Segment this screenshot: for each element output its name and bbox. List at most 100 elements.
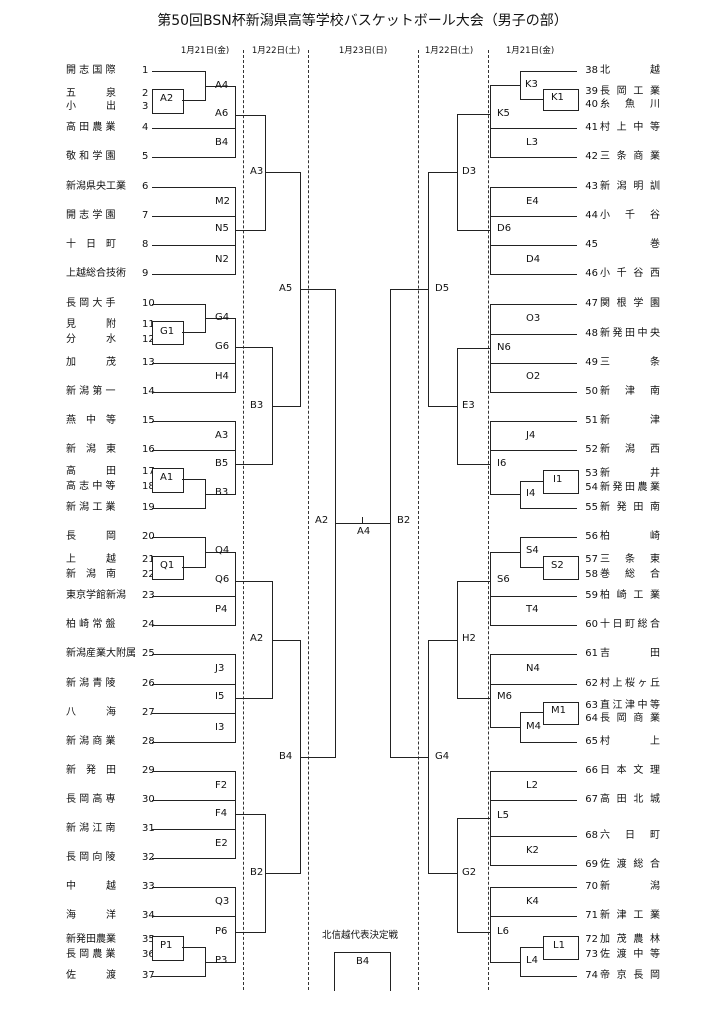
seed-number: 67 [585,794,598,805]
bracket-line [555,800,577,801]
bracket-line [428,406,458,407]
bracket-line [555,274,577,275]
team-name: 中 越 [66,881,116,892]
game-label: O2 [526,371,541,382]
bracket-line [457,464,491,465]
bracket-line [168,976,206,977]
bracket-line [490,450,556,451]
team-name: 関根学園 [600,298,660,309]
date-final-day: 1月23日(日) [338,46,388,56]
game-label: B2 [250,867,264,878]
bracket-line [490,363,491,393]
game-label: M4 [526,721,541,732]
game-label: D4 [526,254,541,265]
game-label: L3 [526,137,538,148]
bracket-line [555,363,577,364]
bracket-line [152,304,169,305]
team-name: 直江津中等 [600,700,660,711]
team-name: 十日町総合 [600,619,660,630]
bracket-line [168,537,206,538]
bracket-line [555,742,577,743]
bracket-line [490,187,556,188]
bracket-line [490,654,556,655]
game-label: G1 [160,326,175,337]
game-label: K1 [551,92,564,103]
seed-number: 5 [142,151,149,162]
bracket-line [168,742,236,743]
bracket-line [152,71,169,72]
date-round2-right: 1月22日(土) [424,46,474,56]
bracket-line [555,887,577,888]
bracket-line [490,625,556,626]
game-label: D5 [435,283,450,294]
seed-number: 24 [142,619,155,630]
game-label: E4 [526,196,539,207]
bracket-line [168,216,236,217]
bracket-line [490,727,521,728]
bracket-line [152,508,169,509]
bracket-line [490,771,556,772]
game-label: A3 [250,166,264,177]
seed-number: 38 [585,65,598,76]
seed-number: 3 [142,101,149,112]
bracket-line [235,86,236,143]
bracket-line [490,887,556,888]
bracket-line [390,952,391,991]
bracket-line [168,508,206,509]
bracket-line [520,508,556,509]
game-label: L6 [497,926,509,937]
bracket-line [152,742,169,743]
bracket-line [555,836,577,837]
team-name: 新潟西 [600,444,660,455]
bracket-line [555,245,577,246]
game-label: K5 [497,108,510,119]
bracket-line [205,318,236,319]
seed-number: 14 [142,386,155,397]
bracket-line [168,71,206,72]
team-name: 新津 [600,415,660,426]
bracket-line [555,334,577,335]
team-name: 柏 崎 常 盤 [66,619,116,630]
team-name: 加 茂 [66,357,116,368]
bracket-line [182,947,206,948]
team-name: 新津南 [600,386,660,397]
day-divider [418,50,419,990]
team-name: 新潟明訓 [600,181,660,192]
bracket-line [457,818,458,933]
bracket-line [490,421,556,422]
seed-number: 13 [142,357,155,368]
bracket-line [520,567,544,568]
bracket-line [555,537,577,538]
bracket-line [168,684,236,685]
bracket-line [555,916,577,917]
game-label: G2 [462,867,477,878]
seed-number: 18 [142,481,155,492]
bracket-line [490,684,556,685]
bracket-line [555,71,577,72]
bracket-line [235,115,266,116]
bracket-line [555,157,577,158]
seed-number: 68 [585,830,598,841]
seed-number: 34 [142,910,155,921]
bracket-line [520,537,556,538]
bracket-line [235,245,236,275]
game-label: Q3 [215,896,230,907]
team-name: 海 洋 [66,910,116,921]
bracket-line [555,684,577,685]
bracket-line [152,187,169,188]
bracket-line [235,829,236,859]
bracket-line [520,742,556,743]
bracket-line [152,596,169,597]
bracket-line [555,450,577,451]
seed-number: 41 [585,122,598,133]
bracket-line [272,640,301,641]
bracket-line [168,829,236,830]
bracket-line [555,187,577,188]
seed-number: 42 [585,151,598,162]
team-name: 村上桜ヶ丘 [600,678,660,689]
bracket-line [152,274,169,275]
bracket-line [390,757,429,758]
bracket-line [265,115,266,231]
page-title: 第50回BSN杯新潟県高等学校バスケットボール大会（男子の部） [157,13,568,29]
bracket-line [168,771,236,772]
